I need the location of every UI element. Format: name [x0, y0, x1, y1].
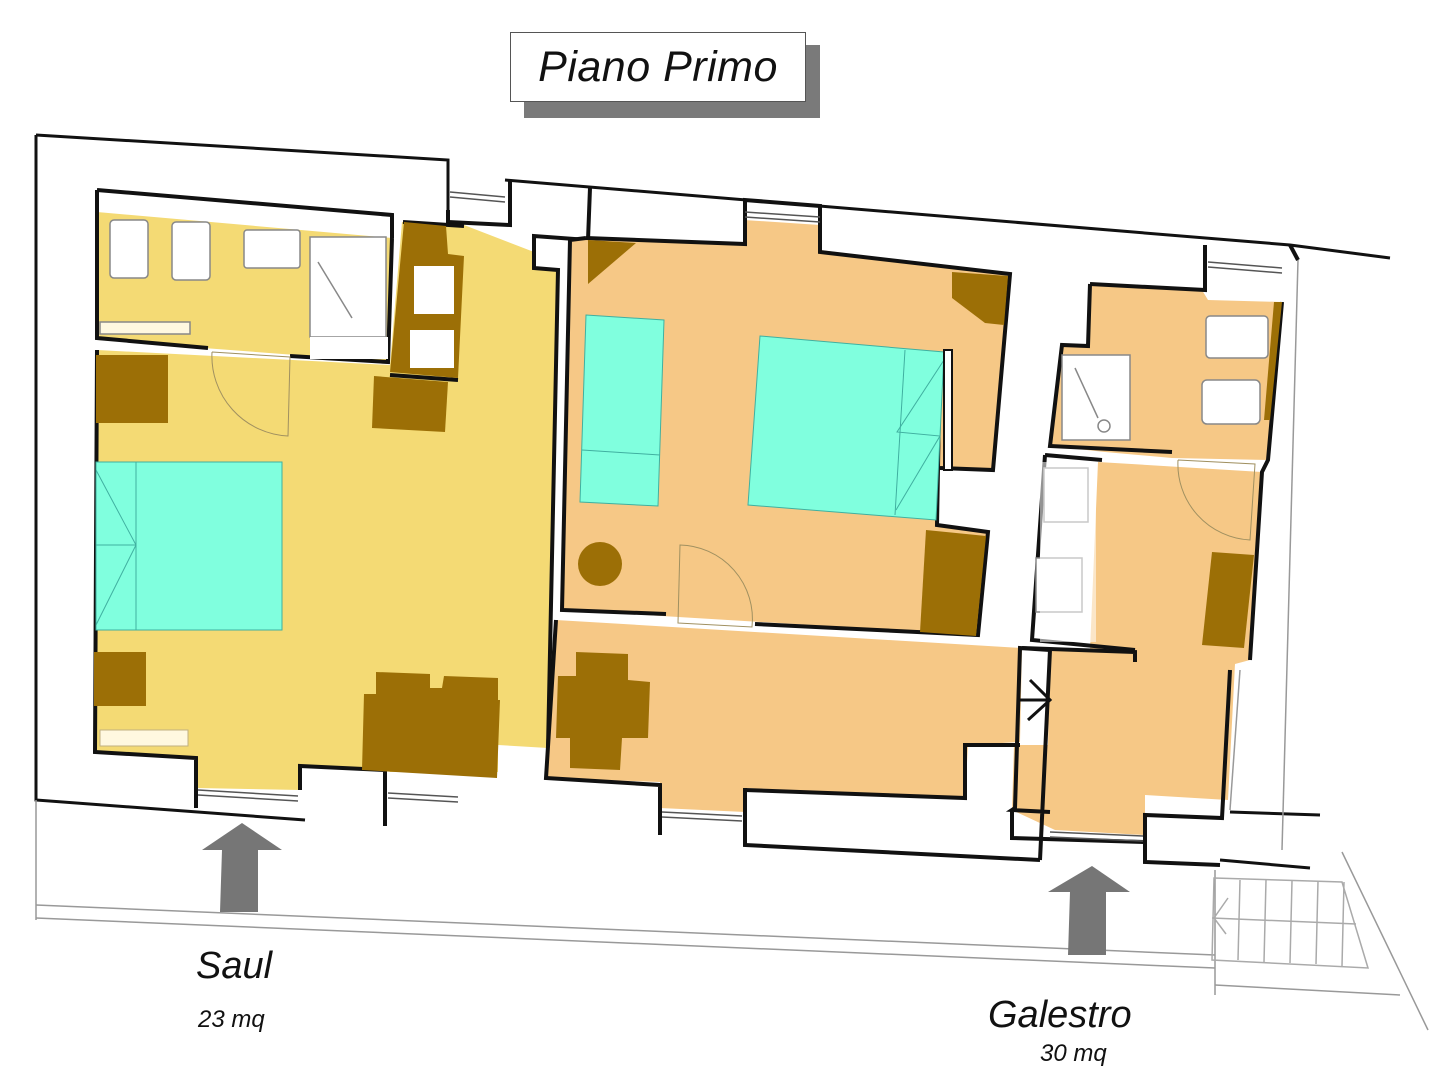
- towel-rail: [1264, 302, 1282, 420]
- shower-pan: [310, 337, 388, 359]
- galestro-entry-floor: [1012, 462, 1262, 835]
- hall-cabinet: [1202, 552, 1254, 648]
- galestro-furniture: [556, 240, 1282, 770]
- sink-icon: [243, 229, 301, 269]
- saul-furniture: [94, 355, 500, 778]
- title-box: Piano Primo: [510, 32, 806, 102]
- apartment-label-saul: Saul: [196, 945, 273, 987]
- saul-windows: [197, 191, 506, 803]
- shower-icon: [1061, 354, 1131, 441]
- apartment-area-saul: 23 mq: [198, 1006, 265, 1033]
- galestro-windows: [661, 211, 1283, 842]
- dresser: [920, 530, 986, 636]
- single-bed: [579, 314, 665, 507]
- apartment-galestro: [543, 197, 1300, 867]
- galestro-bedroom-door[interactable]: [677, 544, 753, 628]
- saul-kitchenette: [390, 222, 464, 378]
- toilet-icon: [1205, 315, 1269, 359]
- double-bed: [747, 335, 945, 521]
- round-table: [578, 542, 622, 586]
- shower-icon: [309, 236, 387, 338]
- toilet-icon: [171, 221, 211, 281]
- galestro-bathroom-door[interactable]: [1177, 459, 1256, 541]
- saul-bathroom-door[interactable]: [211, 351, 291, 437]
- bidet-icon: [109, 219, 149, 279]
- galestro-entrance-arrow-icon: [1048, 866, 1130, 955]
- galestro-beds: [579, 314, 953, 521]
- nightstand: [94, 652, 146, 706]
- apartment-saul: [92, 180, 592, 826]
- kitchen-counter: [1040, 462, 1096, 642]
- wardrobe: [96, 355, 168, 423]
- desk: [372, 376, 448, 432]
- apartment-area-galestro: 30 mq: [1040, 1040, 1107, 1067]
- stairs-icon: [1211, 877, 1370, 969]
- bidet-icon: [1201, 379, 1261, 425]
- saul-bathroom-fixtures: [99, 219, 387, 338]
- saul-entrance-arrow-icon: [202, 823, 282, 912]
- saul-bed: [95, 461, 283, 631]
- galestro-living-floor: [546, 620, 1022, 812]
- entry-swing-icon: [1020, 678, 1053, 722]
- walkway-lines: [35, 259, 1429, 1031]
- table-chairs: [362, 672, 500, 778]
- corner-cabinet-left: [588, 240, 636, 284]
- page-title: Piano Primo: [538, 42, 778, 91]
- apartment-label-galestro: Galestro: [988, 994, 1132, 1036]
- dining-table: [556, 652, 650, 770]
- corner-cabinet-right: [952, 272, 1008, 325]
